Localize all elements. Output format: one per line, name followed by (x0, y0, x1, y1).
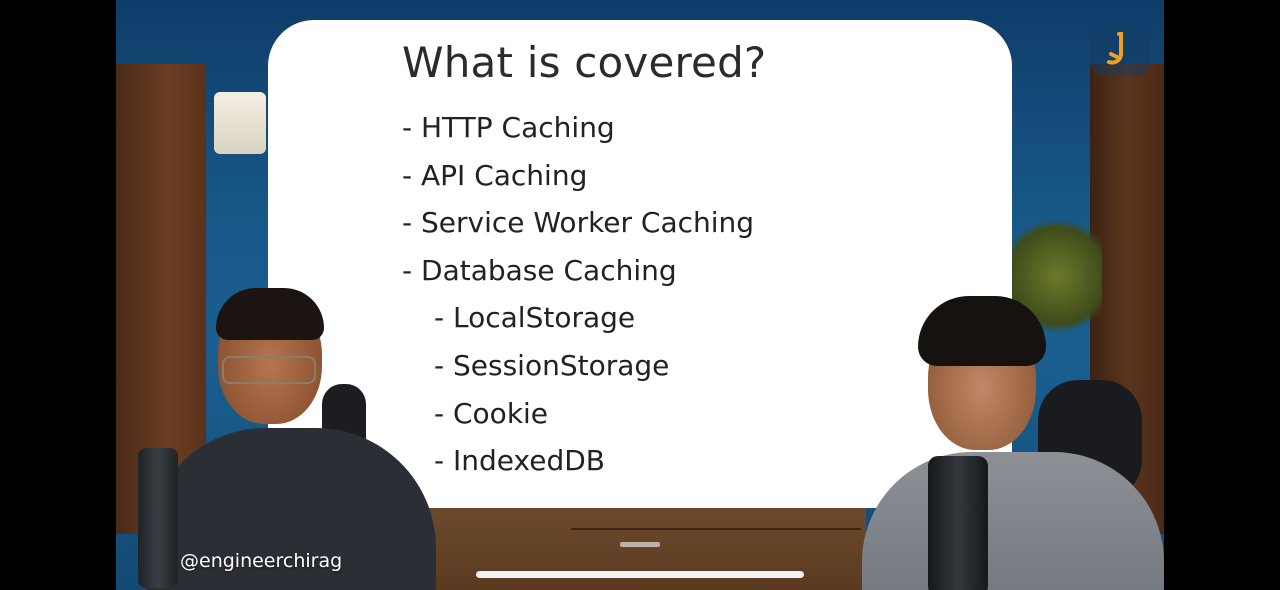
presenter-left-glasses (222, 356, 316, 384)
slide-card: What is covered? - HTTP Caching - API Ca… (268, 20, 1012, 508)
bullet-subitem: - LocalStorage (434, 301, 636, 335)
presenter-left-hair (216, 288, 324, 340)
presenter-right-hair (918, 296, 1046, 366)
bullet-subitem: - SessionStorage (434, 348, 670, 382)
home-indicator[interactable] (476, 571, 804, 578)
bullet-item: - Database Caching (402, 253, 677, 287)
presenter-right-body (862, 452, 1164, 590)
channel-logo-icon[interactable] (1090, 24, 1150, 76)
cabinet-line (571, 528, 861, 530)
letterbox-left (0, 0, 116, 590)
video-frame[interactable]: What is covered? - HTTP Caching - API Ca… (116, 0, 1164, 590)
bullet-subitem: - IndexedDB (434, 444, 605, 478)
presenter-handle: @engineerchirag (180, 550, 343, 572)
bullet-item: - Service Worker Caching (402, 206, 755, 240)
presenter-left-body (146, 428, 436, 590)
bullet-list: - HTTP Caching - API Caching - Service W… (402, 108, 754, 489)
bullet-subitem: - Cookie (434, 396, 549, 430)
microphone-left (138, 448, 178, 588)
wall-lamp (214, 92, 266, 154)
slide-title: What is covered? (402, 38, 767, 87)
bullet-item: - API Caching (402, 158, 588, 192)
microphone-right (928, 456, 988, 590)
letterbox-right (1164, 0, 1280, 590)
bullet-item: - HTTP Caching (402, 111, 615, 144)
channel-logo-icon-glyph (1107, 32, 1123, 65)
cabinet-handle (620, 542, 660, 547)
